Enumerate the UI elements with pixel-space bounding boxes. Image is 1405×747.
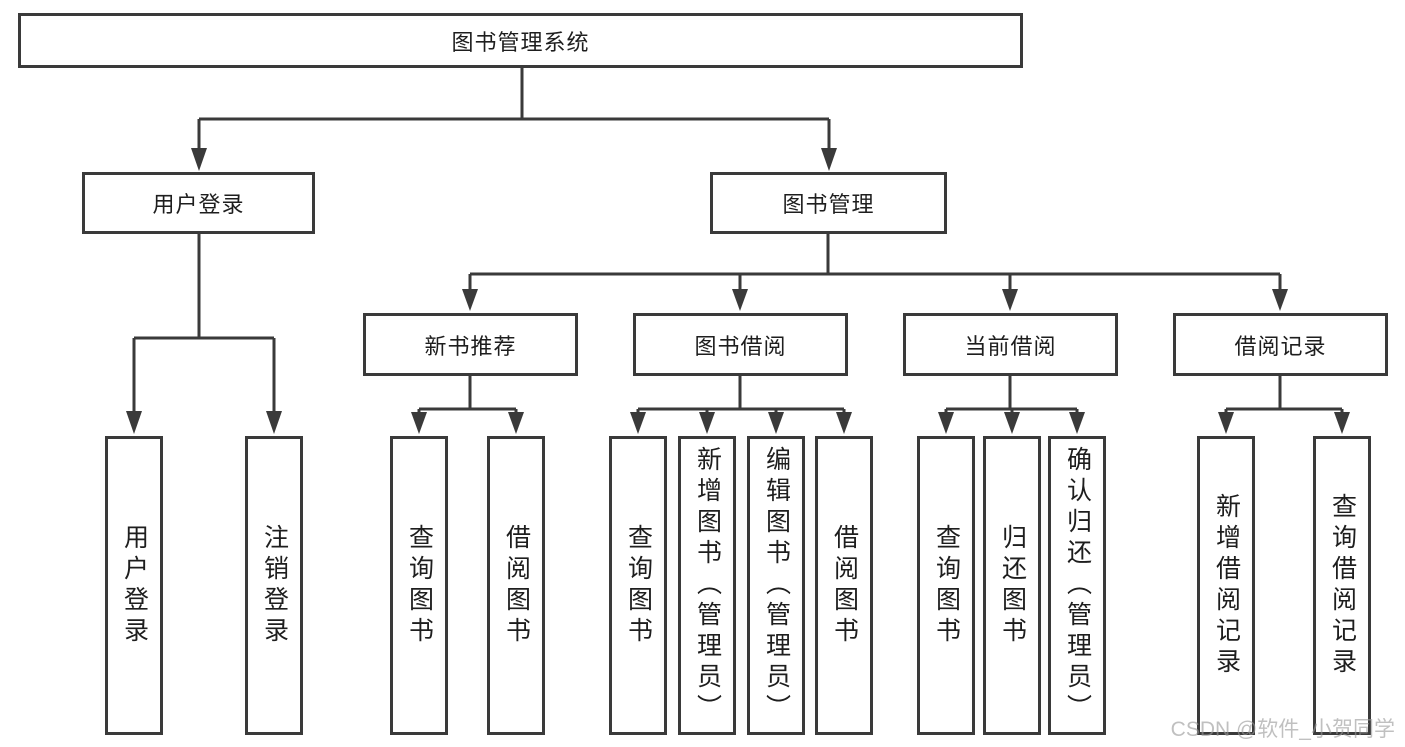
node-current-borrow: 当前借阅 <box>903 313 1118 376</box>
leaf-recommend-query-book: 查询图书 <box>390 436 448 735</box>
node-user-login-group: 用户登录 <box>82 172 315 234</box>
leaf-borrow-borrow-book: 借阅图书 <box>815 436 873 735</box>
leaf-current-return-book: 归还图书 <box>983 436 1041 735</box>
leaf-record-query-borrow-record: 查询借阅记录 <box>1313 436 1371 735</box>
node-borrow-record: 借阅记录 <box>1173 313 1388 376</box>
leaf-logout: 注销登录 <box>245 436 303 735</box>
node-new-book-recommend: 新书推荐 <box>363 313 578 376</box>
arrowheads <box>126 148 1350 434</box>
leaf-borrow-edit-book-admin: 编辑图书（管理员） <box>747 436 805 735</box>
leaf-borrow-query-book: 查询图书 <box>609 436 667 735</box>
leaf-recommend-borrow-book: 借阅图书 <box>487 436 545 735</box>
csdn-watermark: CSDN @软件_小贺同学 <box>1170 718 1395 741</box>
leaf-record-add-borrow-record: 新增借阅记录 <box>1197 436 1255 735</box>
node-root-system: 图书管理系统 <box>18 13 1023 68</box>
leaf-user-login: 用户登录 <box>105 436 163 735</box>
leaf-current-query-book: 查询图书 <box>917 436 975 735</box>
leaf-borrow-add-book-admin: 新增图书（管理员） <box>678 436 736 735</box>
leaf-current-confirm-return-admin: 确认归还（管理员） <box>1048 436 1106 735</box>
node-book-management-group: 图书管理 <box>710 172 947 234</box>
node-book-borrow: 图书借阅 <box>633 313 848 376</box>
